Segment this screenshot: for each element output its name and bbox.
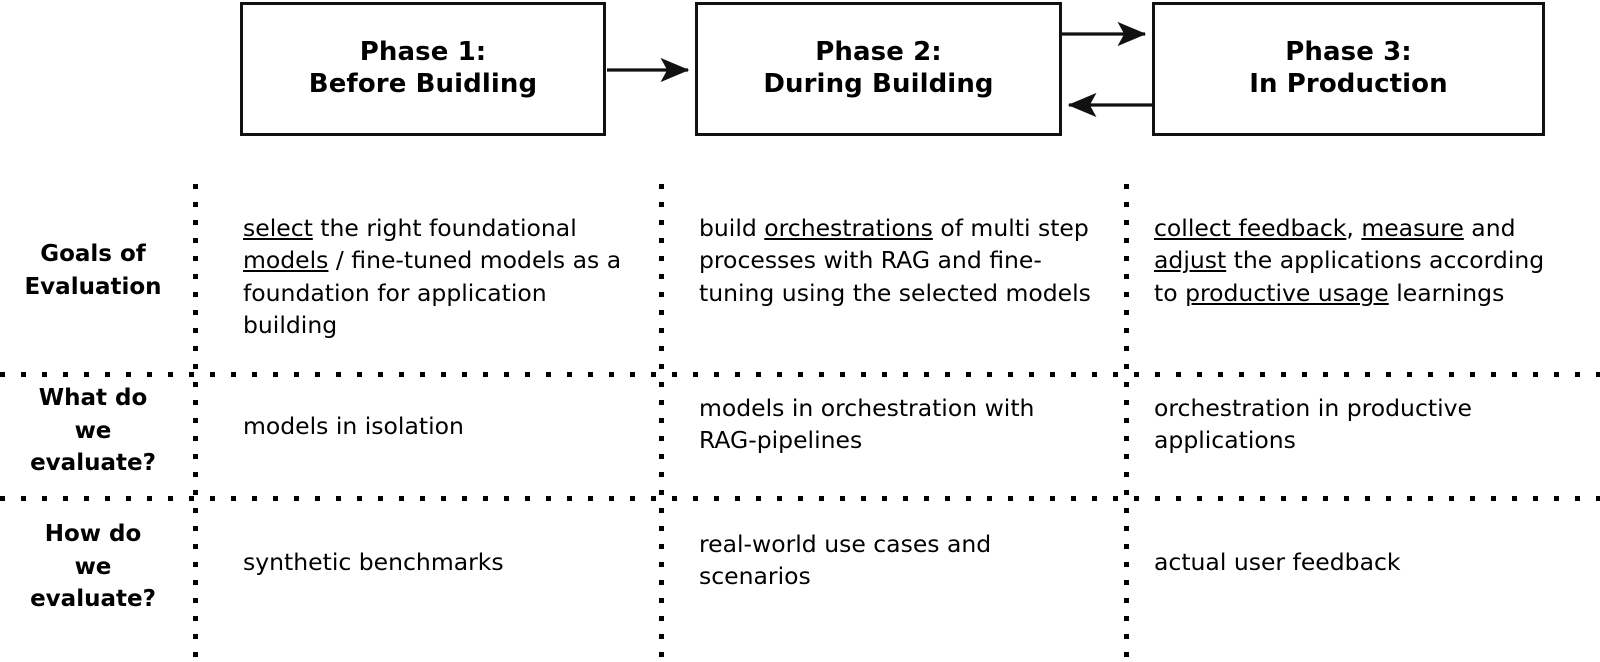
plain-text: build xyxy=(699,214,765,242)
emphasised-term: select xyxy=(243,214,313,242)
plain-text: , xyxy=(1346,214,1362,242)
emphasised-term: measure xyxy=(1361,214,1464,242)
column-divider-1 xyxy=(659,184,664,662)
row-divider-1 xyxy=(0,496,1600,501)
phase-box-1: Phase 1: Before Buidling xyxy=(240,2,606,136)
plain-text: the applications according to xyxy=(1154,246,1545,307)
column-divider-0 xyxy=(193,184,198,662)
emphasised-term: collect feedback xyxy=(1154,214,1347,242)
plain-text: real-world use cases and scenarios xyxy=(699,530,992,591)
cell-how-phase1: synthetic benchmarks xyxy=(243,546,633,578)
cell-what-phase3: orchestration in productive applications xyxy=(1154,392,1574,457)
cell-goals-phase2: build orchestrations of multi step proce… xyxy=(699,212,1099,309)
plain-text: models in orchestration with RAG-pipelin… xyxy=(699,394,1035,455)
phase-1-label: Phase 1: Before Buidling xyxy=(308,37,538,99)
phase-box-2: Phase 2: During Building xyxy=(695,2,1062,136)
plain-text: / fine-tuned models as a foundation for … xyxy=(243,246,622,340)
emphasised-term: adjust xyxy=(1154,246,1227,275)
row-label-what-do-we-evaluate: What do we evaluate? xyxy=(30,385,156,477)
plain-text: the right foundational xyxy=(312,214,577,242)
plain-text: models in isolation xyxy=(243,412,464,440)
row-divider-0 xyxy=(0,372,1600,377)
cell-what-phase2: models in orchestration with RAG-pipelin… xyxy=(699,392,1099,457)
phase-box-3: Phase 3: In Production xyxy=(1152,2,1545,136)
emphasised-term: productive usage xyxy=(1185,278,1389,307)
evaluation-matrix: Goals of Evaluation What do we evaluate?… xyxy=(0,170,1600,662)
emphasised-term: orchestrations xyxy=(764,214,933,242)
plain-text: actual user feedback xyxy=(1154,548,1401,576)
cell-what-phase1: models in isolation xyxy=(243,410,633,442)
row-label-goals-of-evaluation: Goals of Evaluation xyxy=(24,241,162,300)
plain-text: orchestration in productive applications xyxy=(1154,394,1472,455)
cell-goals-phase3: collect feedback, measure and adjust the… xyxy=(1154,212,1574,309)
phase-2-label: Phase 2: During Building xyxy=(763,37,994,99)
plain-text: of multi step processes with RAG and fin… xyxy=(699,214,1091,307)
emphasised-term: models xyxy=(243,246,329,275)
plain-text: learnings xyxy=(1388,278,1505,307)
cell-goals-phase1: select the right foundational models / f… xyxy=(243,212,633,342)
cell-how-phase3: actual user feedback xyxy=(1154,546,1574,578)
plain-text: and xyxy=(1463,214,1516,242)
phase-3-label: Phase 3: In Production xyxy=(1249,37,1448,99)
plain-text: synthetic benchmarks xyxy=(243,548,504,576)
column-divider-2 xyxy=(1124,184,1129,662)
cell-how-phase2: real-world use cases and scenarios xyxy=(699,528,1099,593)
row-label-how-do-we-evaluate: How do we evaluate? xyxy=(30,521,156,613)
